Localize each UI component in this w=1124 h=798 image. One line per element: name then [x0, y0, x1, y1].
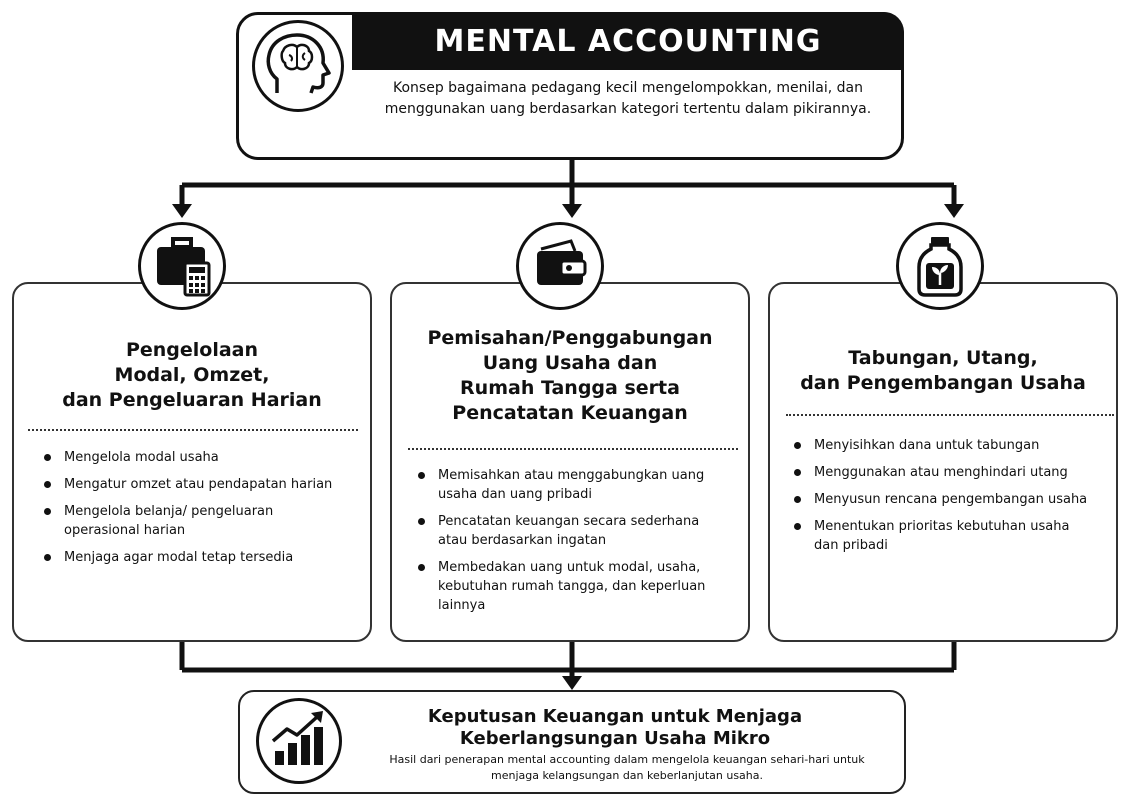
briefcase-calculator-icon — [138, 222, 226, 310]
result-title: Keputusan Keuangan untuk Menjaga Keberla… — [427, 706, 803, 749]
result-box — [238, 690, 906, 794]
category-title-separation: Pemisahan/Penggabungan Uang Usaha dan Ru… — [427, 327, 713, 424]
list-item: Menggunakan atau menghindari utang — [786, 463, 1096, 482]
list-item: Menentukan prioritas kebutuhan usaha dan… — [786, 517, 1096, 555]
category-title-capital: Pengelolaan Modal, Omzet, dan Pengeluara… — [62, 339, 322, 411]
bullet-list-capital: Mengelola modal usaha Mengatur omzet ata… — [36, 448, 336, 575]
list-item: Menjaga agar modal tetap tersedia — [36, 548, 336, 567]
list-item: Menyusun rencana pengembangan usaha — [786, 490, 1096, 509]
list-item: Membedakan uang untuk modal, usaha, kebu… — [410, 558, 720, 615]
category-card-savings — [768, 282, 1118, 642]
header-title-bar — [352, 12, 904, 70]
growth-chart-icon — [256, 698, 342, 784]
header-description: Konsep bagaimana pedagang kecil mengelom… — [384, 80, 872, 117]
divider — [786, 414, 1114, 416]
list-item: Mengelola belanja/ pengeluaran operasion… — [36, 502, 336, 540]
header-title: MENTAL ACCOUNTING — [434, 23, 822, 59]
brain-head-icon — [252, 20, 344, 112]
list-item: Menyisihkan dana untuk tabungan — [786, 436, 1096, 455]
list-item: Mengelola modal usaha — [36, 448, 336, 467]
bullet-list-separation: Memisahkan atau menggabungkan uang usaha… — [410, 466, 720, 623]
divider — [408, 448, 738, 450]
divider — [28, 429, 358, 431]
category-card-capital — [12, 282, 372, 642]
bullet-list-savings: Menyisihkan dana untuk tabungan Mengguna… — [786, 436, 1096, 563]
jar-sprout-icon — [896, 222, 984, 310]
category-title-savings: Tabungan, Utang, dan Pengembangan Usaha — [800, 347, 1086, 394]
category-card-separation — [390, 282, 750, 642]
list-item: Mengatur omzet atau pendapatan harian — [36, 475, 336, 494]
list-item: Pencatatan keuangan secara sederhana ata… — [410, 512, 720, 550]
wallet-icon — [516, 222, 604, 310]
list-item: Memisahkan atau menggabungkan uang usaha… — [410, 466, 720, 504]
result-description: Hasil dari penerapan mental accounting d… — [389, 753, 865, 782]
